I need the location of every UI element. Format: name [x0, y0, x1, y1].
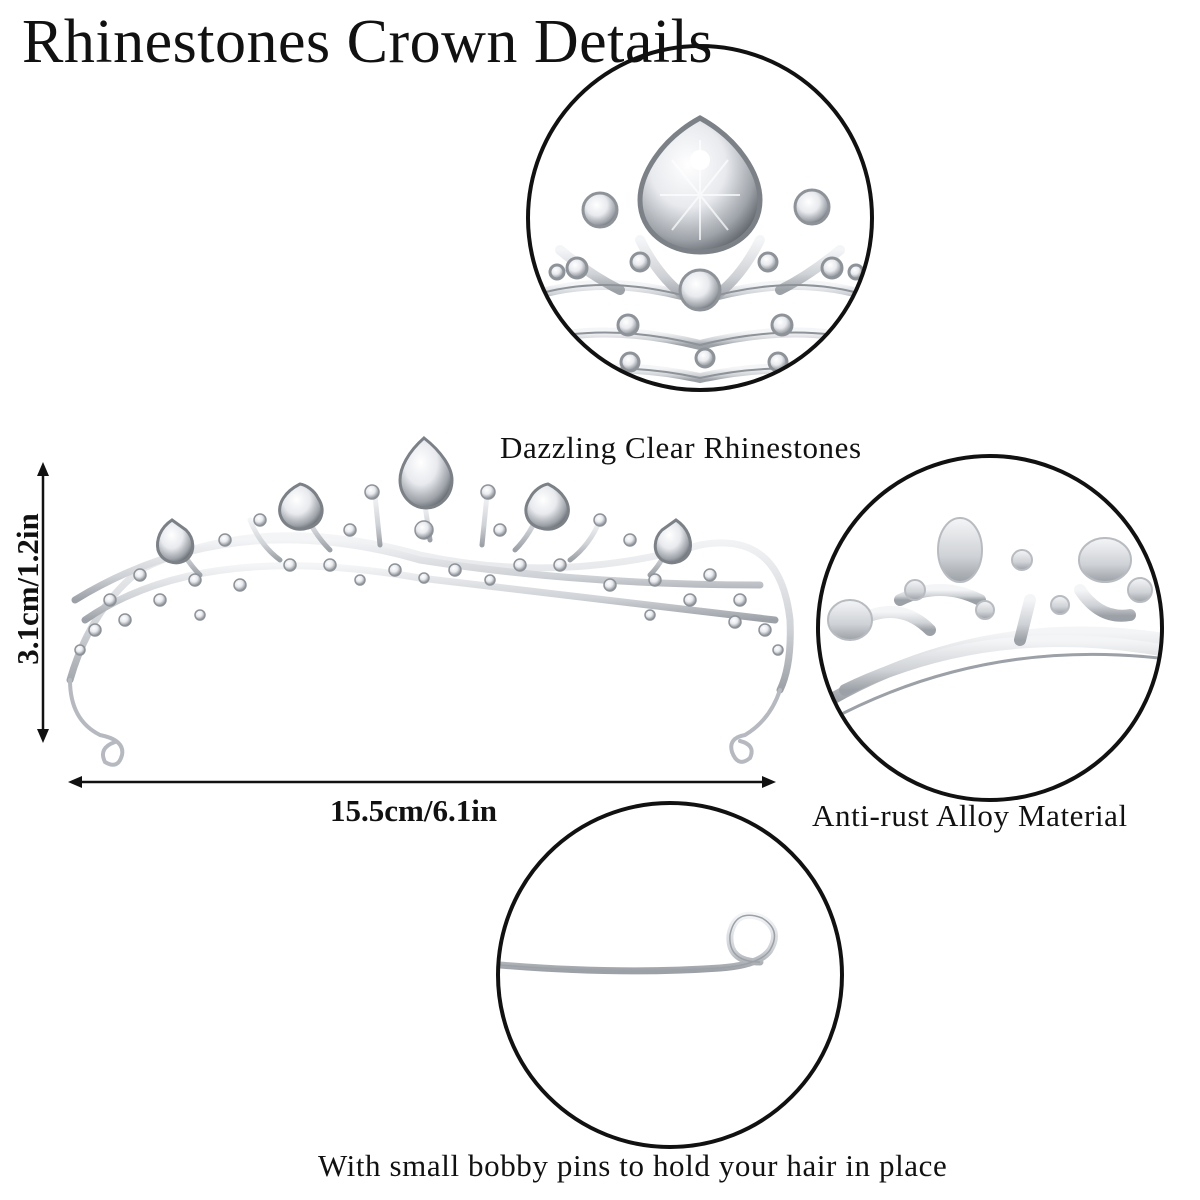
rhinestone: [648, 573, 662, 587]
rhinestone: [343, 523, 357, 537]
rhinestone: [593, 513, 607, 527]
rhinestone: [364, 484, 380, 500]
bobby-pin-closeup: [496, 801, 844, 1149]
height-dimension-arrow: [37, 462, 49, 743]
rhinestone: [103, 593, 117, 607]
rhinestone: [513, 558, 527, 572]
rhinestone: [644, 609, 656, 621]
height-value: 3.1cm/1.2in: [10, 513, 45, 665]
rhinestone: [553, 558, 567, 572]
rhinestone: [493, 523, 507, 537]
rhinestone: [484, 574, 496, 586]
rhinestone: [194, 609, 206, 621]
rhinestone: [758, 623, 772, 637]
rhinestone: [354, 574, 366, 586]
width-value: 15.5cm/6.1in: [330, 793, 498, 828]
rhinestones-closeup: [526, 44, 874, 392]
rhinestone: [418, 572, 430, 584]
rhinestone: [623, 533, 637, 547]
rhinestone: [388, 563, 402, 577]
alloy-caption: Anti-rust Alloy Material: [812, 798, 1128, 833]
rhinestone: [728, 615, 742, 629]
rhinestone: [88, 623, 102, 637]
width-dimension-arrow: [68, 776, 776, 788]
rhinestone: [283, 558, 297, 572]
rhinestone: [188, 573, 202, 587]
rhinestones-caption: Dazzling Clear Rhinestones: [500, 430, 862, 465]
rhinestone: [118, 613, 132, 627]
page-title: Rhinestones Crown Details: [22, 8, 713, 76]
rhinestone: [448, 563, 462, 577]
rhinestone: [703, 568, 717, 582]
rhinestone: [253, 513, 267, 527]
rhinestone: [683, 593, 697, 607]
crown: [66, 436, 794, 767]
rhinestone: [218, 533, 232, 547]
rhinestone: [323, 558, 337, 572]
rhinestone: [772, 644, 784, 656]
rhinestone: [414, 520, 434, 540]
rhinestone: [233, 578, 247, 592]
bobby-pins-caption: With small bobby pins to hold your hair …: [318, 1148, 948, 1183]
rhinestone: [133, 568, 147, 582]
rhinestone: [733, 593, 747, 607]
rhinestone: [74, 644, 86, 656]
rhinestone: [480, 484, 496, 500]
alloy-closeup: [816, 454, 1164, 802]
rhinestone: [153, 593, 167, 607]
rhinestone: [603, 578, 617, 592]
